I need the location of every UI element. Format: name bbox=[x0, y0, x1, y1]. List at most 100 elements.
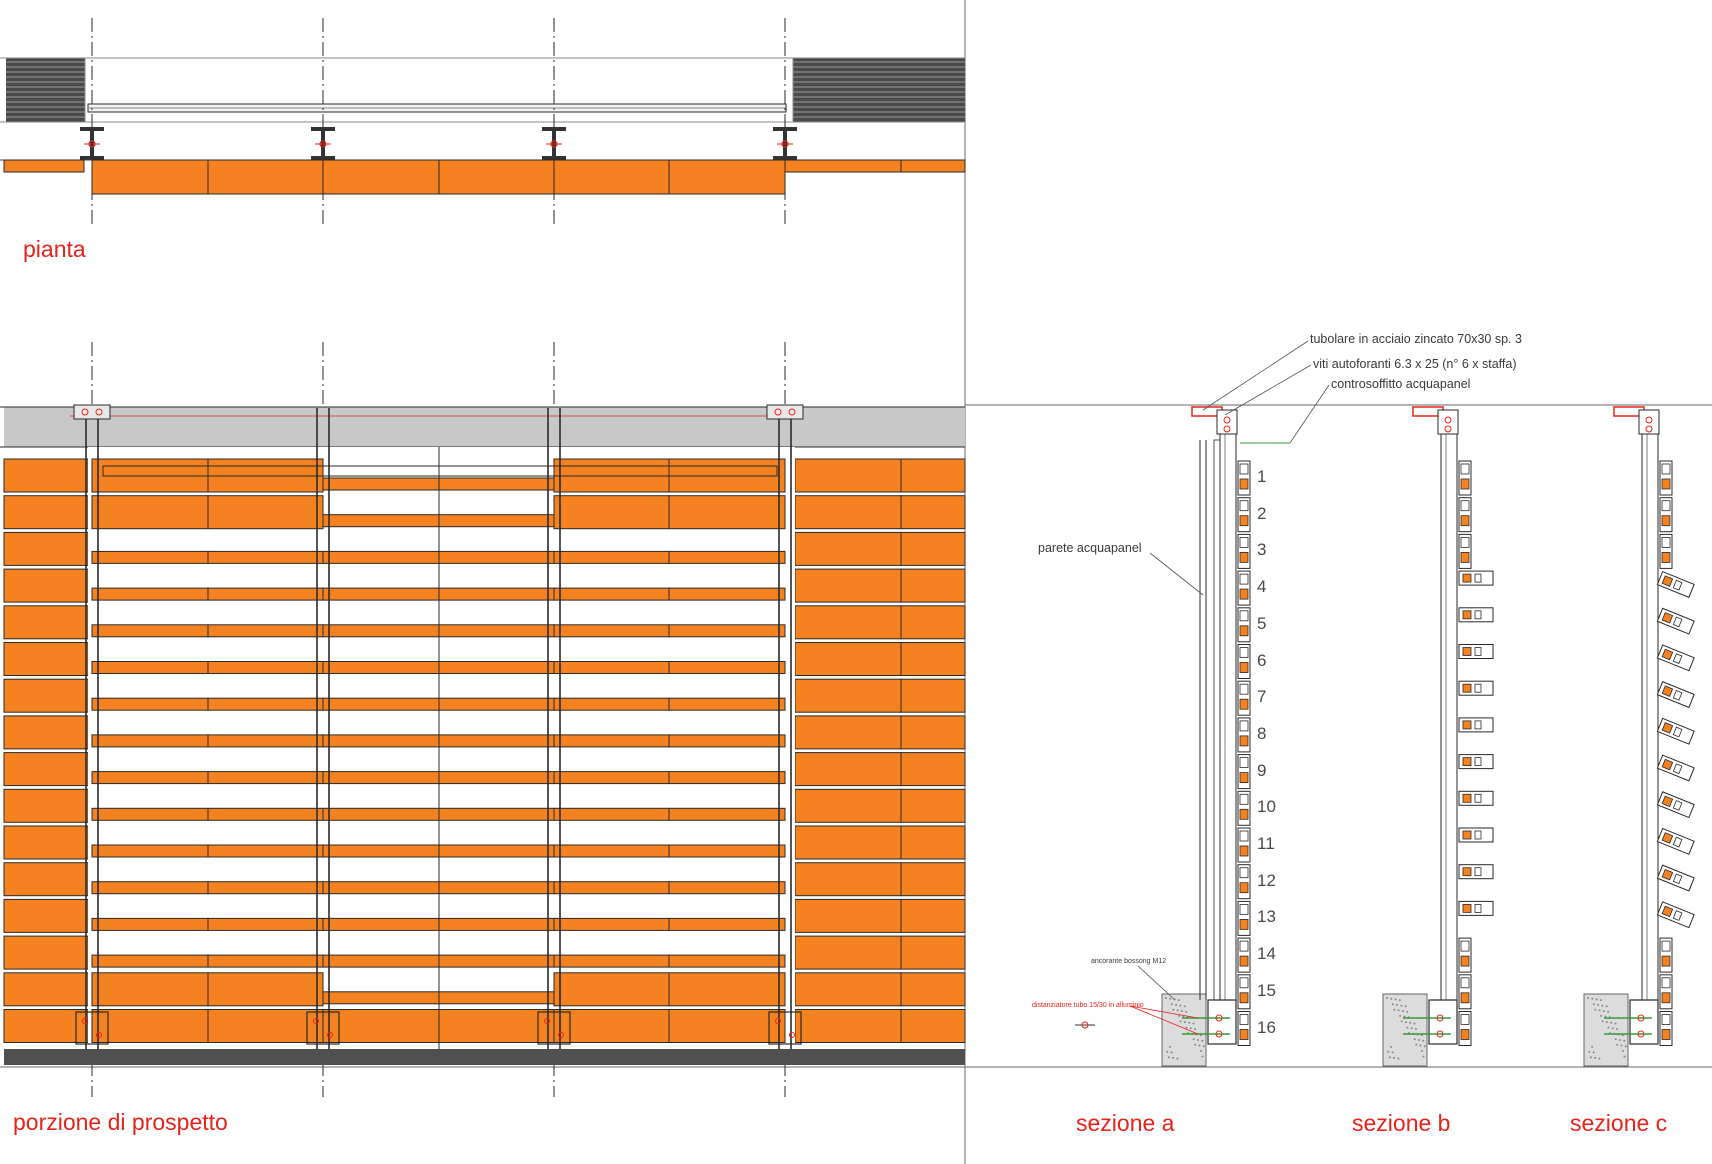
slat-panel bbox=[207, 1009, 324, 1043]
slat bbox=[553, 771, 670, 785]
sec-slat bbox=[1656, 717, 1695, 745]
annotation-ancorante: ancorante bossong M12 bbox=[1091, 958, 1167, 965]
right-wall-panel bbox=[794, 752, 902, 787]
right-wall-panel bbox=[900, 531, 966, 566]
right-wall-panel bbox=[794, 935, 902, 970]
sec-slat bbox=[1659, 937, 1673, 973]
sec-top-bracket bbox=[1437, 409, 1459, 435]
left-wall-panel bbox=[3, 568, 89, 603]
sec-slat bbox=[1237, 937, 1251, 973]
sec-slat bbox=[1458, 497, 1472, 533]
right-wall-panel bbox=[900, 972, 966, 1007]
slat bbox=[322, 550, 440, 564]
section-c bbox=[1583, 406, 1695, 1067]
right-wall-panel bbox=[900, 458, 966, 493]
left-wall-panel bbox=[3, 898, 89, 933]
right-wall-panel bbox=[794, 531, 902, 566]
annotation-leaders bbox=[1075, 340, 1330, 1035]
slat bbox=[322, 917, 440, 931]
sec-slat bbox=[1237, 974, 1251, 1010]
slat bbox=[207, 807, 324, 821]
leader-parete bbox=[1149, 552, 1204, 596]
slat bbox=[438, 514, 555, 528]
slat bbox=[207, 550, 324, 564]
slat bbox=[91, 734, 209, 748]
plan-bracket-2 bbox=[311, 127, 335, 160]
right-wall-panel bbox=[794, 898, 902, 933]
left-wall-panel bbox=[3, 605, 89, 640]
slat bbox=[668, 697, 786, 711]
sec-slat bbox=[1237, 900, 1251, 936]
annotation-parete: parete acquapanel bbox=[1038, 541, 1142, 555]
slat bbox=[91, 881, 209, 895]
plan-panel-edge-right-1 bbox=[784, 159, 902, 173]
sec-slat bbox=[1237, 460, 1251, 496]
floor-band bbox=[4, 1049, 965, 1065]
plan-view bbox=[0, 18, 966, 225]
elevation-title: porzione di prospetto bbox=[13, 1109, 228, 1135]
slat bbox=[553, 697, 670, 711]
sec-slat bbox=[1458, 717, 1494, 733]
slat bbox=[438, 991, 555, 1005]
ceiling-band bbox=[4, 407, 965, 447]
elev-bottom-bracket-2 bbox=[306, 1011, 340, 1045]
section-a bbox=[1161, 406, 1290, 1067]
right-wall-panel bbox=[900, 788, 966, 823]
slat bbox=[91, 697, 209, 711]
sec-slat bbox=[1656, 681, 1695, 709]
slat bbox=[322, 807, 440, 821]
sec-slat bbox=[1237, 827, 1251, 863]
slat bbox=[668, 587, 786, 601]
slat bbox=[553, 881, 670, 895]
annotation-tubolare: tubolare in acciaio zincato 70x30 sp. 3 bbox=[1310, 332, 1522, 346]
slat bbox=[553, 807, 670, 821]
slat bbox=[91, 661, 209, 674]
left-wall-panel bbox=[3, 862, 89, 897]
slat-number: 2 bbox=[1257, 503, 1267, 523]
right-wall-panel bbox=[900, 605, 966, 640]
slat bbox=[322, 771, 440, 785]
left-wall-panel bbox=[3, 642, 89, 676]
leader-tubolare bbox=[1202, 340, 1309, 411]
left-wall-panel bbox=[3, 752, 89, 787]
slat bbox=[91, 844, 209, 858]
slat-number: 1 bbox=[1257, 467, 1267, 486]
right-wall-panel bbox=[794, 1009, 902, 1043]
elev-bottom-bracket-1 bbox=[75, 1011, 109, 1045]
slat bbox=[91, 771, 209, 785]
slat bbox=[322, 844, 440, 858]
right-wall-panel bbox=[794, 495, 902, 530]
sec-concrete-footing bbox=[1382, 993, 1428, 1067]
slat bbox=[91, 807, 209, 821]
sec-slat bbox=[1237, 790, 1251, 826]
sec-base-bracket bbox=[1629, 999, 1659, 1045]
leader-distanziatore-1 bbox=[1129, 1005, 1199, 1019]
right-wall-panel bbox=[794, 825, 902, 860]
slat bbox=[207, 954, 324, 968]
slat bbox=[668, 881, 786, 895]
sec-slat bbox=[1656, 791, 1695, 819]
plan-title: pianta bbox=[23, 236, 86, 262]
sec-slat bbox=[1656, 570, 1695, 598]
slat bbox=[207, 734, 324, 748]
right-wall-panel bbox=[794, 972, 902, 1007]
right-wall-panel bbox=[900, 898, 966, 933]
slat-panel bbox=[668, 495, 786, 530]
left-wall-panel bbox=[3, 788, 89, 823]
slat bbox=[668, 624, 786, 638]
leader-ancorante bbox=[1137, 965, 1176, 1001]
sec-slat bbox=[1458, 460, 1472, 496]
right-wall-panel bbox=[794, 568, 902, 603]
slat-number: 6 bbox=[1257, 650, 1267, 670]
right-wall-panel bbox=[900, 935, 966, 970]
slat-number: 4 bbox=[1257, 577, 1267, 597]
sec-slat bbox=[1458, 790, 1494, 806]
slat bbox=[438, 587, 555, 601]
annotation-controsoffitto: controsoffitto acquapanel bbox=[1331, 377, 1471, 391]
slat-panel bbox=[207, 495, 324, 530]
plan-bracket-4 bbox=[773, 127, 797, 160]
annotation-distanziatore: distanziatore tubo 15/30 in alluminio bbox=[1032, 1002, 1144, 1009]
slat-number: 7 bbox=[1257, 687, 1267, 707]
right-wall-panel bbox=[900, 862, 966, 897]
